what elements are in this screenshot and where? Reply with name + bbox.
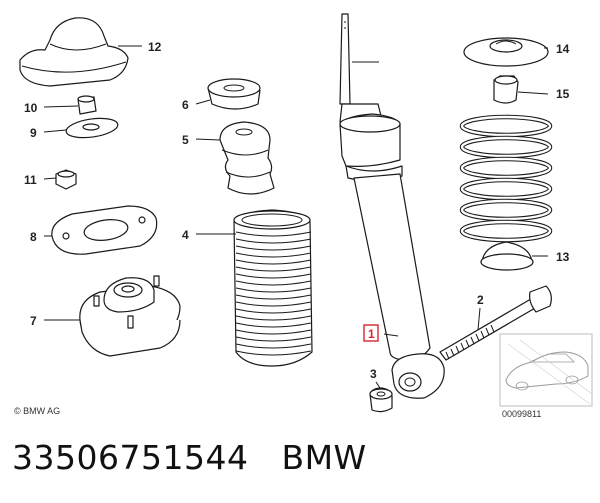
part-number: 33506751544	[12, 438, 249, 477]
bolt-thread-line	[475, 333, 480, 342]
vehicle-thumbnail	[499, 333, 593, 407]
callout-13[interactable]: 13	[556, 250, 570, 264]
part-9-washer[interactable]	[65, 115, 119, 140]
callout-15[interactable]: 15	[556, 87, 570, 101]
bellows-ring	[235, 259, 312, 265]
callout-2[interactable]: 2	[477, 293, 484, 307]
part-14-spring-pad[interactable]	[463, 37, 549, 67]
callout-3[interactable]: 3	[370, 367, 377, 381]
part-1-shock-absorber[interactable]	[339, 13, 445, 399]
part-3-bushing[interactable]	[369, 387, 393, 413]
bolt-thread-line	[490, 324, 495, 333]
bellows-ring	[235, 315, 312, 321]
coil-spring[interactable]	[459, 114, 553, 243]
bellows-ring	[235, 336, 312, 342]
callout-4[interactable]: 4	[182, 228, 189, 242]
bellows-ring	[235, 294, 312, 300]
callout-labels: 12 10 9 11 8 7 6 5 4 1 2 3 14 15 13	[24, 40, 570, 381]
spring-coil-highlight	[460, 178, 552, 200]
caption: 33506751544 BMW	[12, 438, 367, 477]
bolt-thread-line	[470, 336, 475, 345]
spring-coil-highlight	[460, 157, 552, 179]
bolt-thread-line	[445, 351, 450, 360]
bellows-ring	[235, 238, 312, 244]
leader-lines	[43, 45, 549, 389]
part-5-bump-stop[interactable]	[219, 121, 275, 195]
bellows-ring	[235, 266, 312, 272]
part-13-lower-pad[interactable]	[480, 241, 534, 271]
callout-5[interactable]: 5	[182, 133, 189, 147]
part-6-cup[interactable]	[207, 78, 261, 110]
bolt-thread-line	[465, 339, 470, 348]
callout-1[interactable]: 1	[368, 327, 375, 341]
part-10-bushing[interactable]	[77, 95, 97, 115]
part-12-dust-cap[interactable]	[19, 17, 129, 87]
bolt-thread-line	[480, 330, 485, 339]
callout-9[interactable]: 9	[30, 126, 37, 140]
callout-7[interactable]: 7	[30, 314, 37, 328]
spring-coil-highlight	[460, 199, 552, 221]
callout-8[interactable]: 8	[30, 230, 37, 244]
bolt-thread-line	[460, 342, 465, 351]
bellows-ring	[235, 252, 312, 258]
brand-name: BMW	[281, 438, 367, 477]
bellows-ring	[235, 350, 312, 356]
bellows-ring	[235, 343, 312, 349]
part-2-bolt[interactable]	[439, 285, 552, 361]
callout-6[interactable]: 6	[182, 98, 189, 112]
callout-11[interactable]: 11	[24, 173, 37, 187]
bolt-thread-line	[455, 345, 460, 354]
part-11-nut[interactable]	[55, 169, 77, 190]
bellows-ring	[235, 287, 312, 293]
bellows-ring	[235, 280, 312, 286]
bellows-ring	[235, 231, 312, 237]
part-8-gasket[interactable]	[51, 205, 158, 255]
spring-coil-highlight	[460, 136, 552, 158]
bellows-ring	[235, 301, 312, 307]
spring-coil-highlight	[460, 220, 552, 242]
spring-coil-highlight	[460, 115, 552, 137]
callout-1-highlight-box	[363, 324, 379, 342]
part-15-sleeve[interactable]	[493, 75, 519, 104]
bolt-thread-line	[485, 327, 490, 336]
part-7-strut-mount[interactable]	[79, 275, 181, 357]
diagram-code: 00099811	[502, 409, 541, 419]
bellows-ring	[235, 273, 312, 279]
callout-12[interactable]: 12	[148, 40, 162, 54]
bellows-ring	[235, 322, 312, 328]
bellows-ring	[235, 329, 312, 335]
callout-14[interactable]: 14	[556, 42, 570, 56]
callout-10[interactable]: 10	[24, 101, 38, 115]
copyright-text: © BMW AG	[14, 406, 60, 416]
bellows-ring	[235, 245, 312, 251]
diagram-canvas: 12 10 9 11 8 7 6 5 4 1 2 3 14 15 13 © BM…	[14, 13, 593, 419]
bolt-thread-line	[450, 348, 455, 357]
part-4-bellows[interactable]	[233, 209, 313, 367]
bellows-ring	[235, 308, 312, 314]
